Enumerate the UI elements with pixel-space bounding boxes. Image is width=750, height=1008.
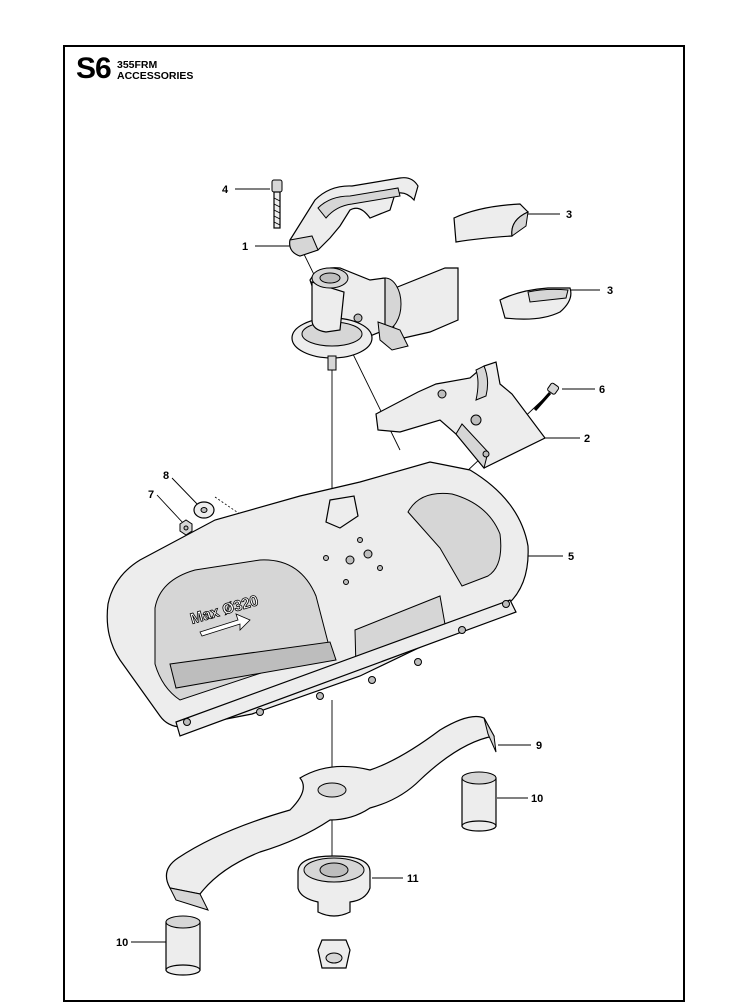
gearbox-assembly [291, 267, 459, 371]
part-1-clamp-bracket [289, 177, 419, 257]
model-name: 355FRM [117, 59, 158, 71]
callout-8: 8 [163, 470, 169, 482]
callout-7: 7 [148, 489, 154, 501]
part-9-blade [165, 715, 497, 911]
section-code: S6 [76, 52, 112, 85]
callout-3-upper: 3 [566, 209, 572, 221]
callout-3-lower: 3 [607, 285, 613, 297]
callout-2: 2 [584, 433, 590, 445]
part-10-sleeve-right [461, 771, 497, 832]
callout-5: 5 [568, 551, 574, 563]
callout-4: 4 [222, 184, 229, 196]
part-11-support-cup [297, 855, 371, 969]
part-3-sleeve-upper [453, 203, 530, 243]
callout-1: 1 [242, 241, 248, 253]
rotation-arrow-icon [199, 613, 251, 637]
part-7-nut [179, 519, 193, 536]
callout-10-left: 10 [116, 937, 128, 949]
diagram-frame [63, 45, 685, 1002]
callout-9: 9 [536, 740, 542, 752]
part-4-bolt [271, 179, 283, 229]
part-6-bolt [533, 382, 560, 411]
part-5-blade-guard: Max Ø320 [106, 461, 529, 737]
part-2-guard-bracket [375, 361, 546, 470]
leader-lines [131, 188, 600, 943]
callout-labels: 1 2 3 3 4 5 6 7 8 9 10 10 11 [116, 184, 613, 949]
part-8-washer [193, 501, 215, 519]
section-heading: 355FRM ACCESSORIES [117, 60, 193, 82]
part-3-sleeve-lower [499, 287, 572, 320]
section-title: ACCESSORIES [117, 70, 194, 82]
callout-6: 6 [599, 384, 605, 396]
part-10-sleeve-left [165, 915, 201, 976]
callout-11: 11 [407, 873, 419, 885]
callout-10-right: 10 [531, 793, 543, 805]
